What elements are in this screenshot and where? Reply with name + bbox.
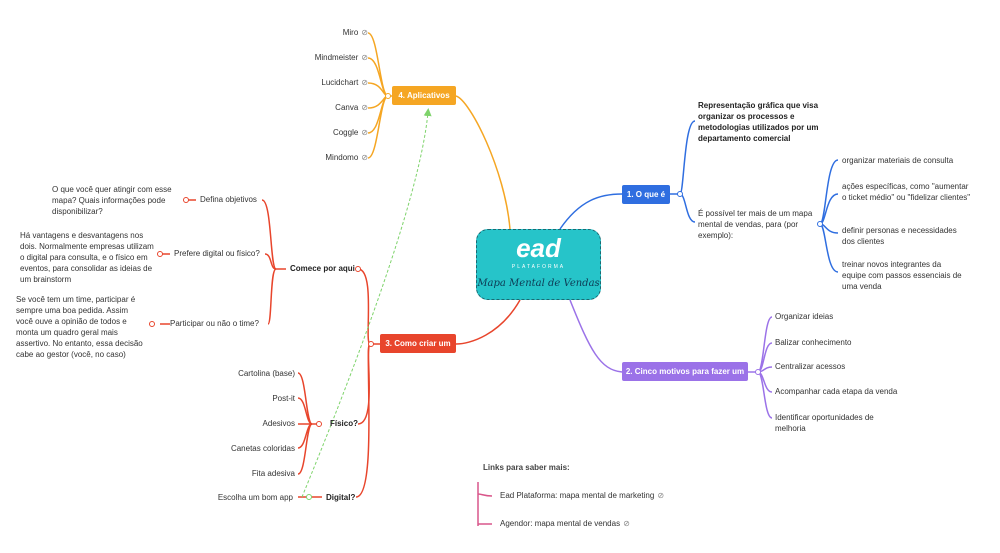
app-item-label: Miro [342, 28, 359, 37]
apps-topic[interactable]: 4. Aplicativos [392, 86, 456, 105]
oque-collapse-dot[interactable] [677, 191, 683, 197]
criar-collapse-dot[interactable] [368, 341, 374, 347]
link-icon[interactable]: ⊘ [361, 53, 368, 62]
fisico-item[interactable]: Canetas coloridas [230, 444, 295, 453]
oque-example[interactable]: organizar materiais de consulta [842, 156, 954, 165]
motivos-collapse-dot[interactable] [755, 369, 761, 375]
oque-topic[interactable]: 1. O que é [622, 185, 670, 204]
link-icon[interactable]: ⊘ [361, 103, 368, 112]
app-item-mindmeister[interactable]: Mindmeister⊘ [315, 52, 368, 63]
app-item-mindomo[interactable]: Mindomo⊘ [325, 152, 368, 163]
motivos-topic-label: 2. Cinco motivos para fazer um [625, 367, 745, 376]
oque-example[interactable]: ações específicas, como "aumentar o tick… [842, 182, 971, 202]
comece-note-participar[interactable]: Se você tem um time, participar é sempre… [16, 295, 143, 359]
oque-multiple-collapse-dot[interactable] [817, 221, 823, 227]
app-item-miro[interactable]: Miro⊘ [343, 27, 368, 38]
app-item-lucidchart[interactable]: Lucidchart⊘ [321, 77, 368, 88]
fisico-collapse-dot[interactable] [316, 421, 322, 427]
motivo-item[interactable]: Acompanhar cada etapa da venda [775, 387, 898, 396]
central-topic-title: Mapa Mental de Vendas [477, 278, 600, 289]
comece-collapse-dot[interactable] [355, 266, 361, 272]
oque-definition[interactable]: Representação gráfica que visa organizar… [698, 101, 819, 143]
comece-item-objetivos[interactable]: Defina objetivos [200, 195, 257, 204]
motivo-item[interactable]: Organizar ideias [775, 312, 834, 321]
links-title: Links para saber mais: [483, 463, 570, 472]
comece-note-objetivos[interactable]: O que você quer atingir com esse mapa? Q… [52, 185, 172, 216]
link-icon[interactable]: ⊘ [361, 28, 368, 37]
link-icon[interactable]: ⊘ [361, 128, 368, 137]
oque-example[interactable]: definir personas e necessidades dos clie… [842, 226, 957, 246]
criar-topic-label: 3. Como criar um [385, 339, 451, 348]
apps-collapse-dot[interactable] [385, 93, 391, 99]
app-item-label: Canva [335, 103, 359, 112]
motivo-item[interactable]: Balizar conhecimento [775, 338, 852, 347]
motivos-branch-lines [569, 299, 773, 419]
apps-branch-lines [367, 32, 511, 230]
link-icon[interactable]: ⊘ [657, 491, 665, 500]
comece-item-participar[interactable]: Participar ou não o time? [170, 319, 259, 328]
digital-item[interactable]: Escolha um bom app [217, 493, 293, 502]
motivo-item[interactable]: Centralizar acessos [775, 362, 846, 371]
digital-topic[interactable]: Digital? [326, 493, 356, 502]
link-icon[interactable]: ⊘ [361, 153, 368, 162]
app-item-label: Mindmeister [314, 53, 359, 62]
fisico-item[interactable]: Fita adesiva [251, 469, 295, 478]
objetivos-collapse-dot[interactable] [183, 197, 189, 203]
motivos-topic[interactable]: 2. Cinco motivos para fazer um [622, 362, 748, 381]
motivo-item[interactable]: Identificar oportunidades de melhoria [775, 413, 874, 433]
oque-example[interactable]: treinar novos integrantes da equipe com … [842, 260, 962, 291]
link-item[interactable]: Ead Plataforma: mapa mental de marketing… [500, 490, 664, 501]
criar-topic[interactable]: 3. Como criar um [380, 334, 456, 353]
app-item-canva[interactable]: Canva⊘ [335, 102, 368, 113]
fisico-item[interactable]: Cartolina (base) [238, 369, 295, 378]
app-item-label: Coggle [332, 128, 359, 137]
ead-logo-subtitle: PLATAFORMA [511, 264, 566, 270]
link-item-label: Agendor: mapa mental de vendas [500, 519, 621, 528]
digital-fisico-collapse-dot[interactable] [157, 251, 163, 257]
link-icon[interactable]: ⊘ [361, 78, 368, 87]
links-branch-lines [477, 482, 493, 526]
oque-topic-label: 1. O que é [626, 190, 666, 199]
comece-topic[interactable]: Comece por aqui [290, 264, 355, 273]
central-topic[interactable]: ead PLATAFORMA Mapa Mental de Vendas [476, 229, 601, 300]
link-item-label: Ead Plataforma: mapa mental de marketing [500, 491, 655, 500]
comece-item-digital-fisico[interactable]: Prefere digital ou físico? [174, 249, 260, 258]
app-item-coggle[interactable]: Coggle⊘ [333, 127, 368, 138]
digital-dot[interactable] [306, 494, 312, 500]
fisico-topic[interactable]: Físico? [330, 419, 359, 428]
fisico-item[interactable]: Post-it [272, 394, 295, 403]
link-icon[interactable]: ⊘ [623, 519, 630, 528]
app-item-label: Mindomo [325, 153, 359, 162]
app-item-label: Lucidchart [321, 78, 359, 87]
oque-multiple[interactable]: É possível ter mais de um mapa mental de… [698, 209, 813, 240]
link-item[interactable]: Agendor: mapa mental de vendas⊘ [500, 518, 630, 529]
criar-branch-lines [160, 199, 521, 498]
ead-logo: ead [516, 233, 561, 263]
apps-topic-label: 4. Aplicativos [398, 91, 450, 100]
comece-note-digital-fisico[interactable]: Há vantagens e desvantagens nos dois. No… [20, 231, 154, 284]
relation-arrow [301, 108, 432, 498]
fisico-item[interactable]: Adesivos [262, 419, 295, 428]
participar-collapse-dot[interactable] [149, 321, 155, 327]
